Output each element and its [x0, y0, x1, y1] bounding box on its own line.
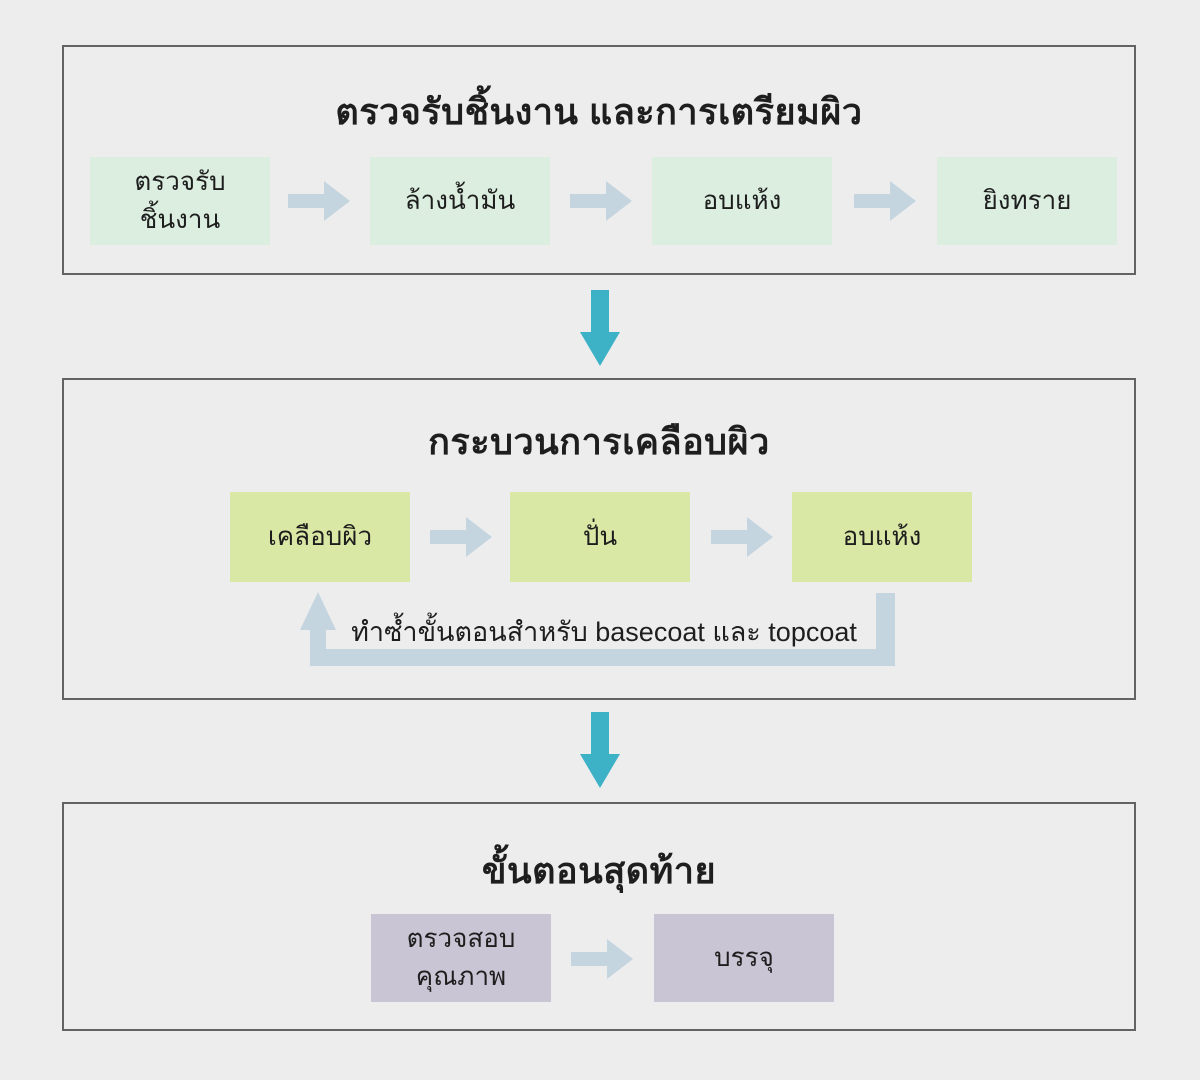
- right-arrow-icon: [430, 517, 492, 557]
- arrow-shaft: [570, 194, 608, 208]
- arrow-shaft: [591, 712, 609, 754]
- arrow-shaft: [854, 194, 892, 208]
- down-arrow-icon: [580, 290, 620, 366]
- right-arrow-icon: [288, 181, 350, 221]
- loop-arrow-up-head: [300, 592, 336, 630]
- step-sandblast: ยิงทราย: [937, 157, 1117, 245]
- section-coating-title: กระบวนการเคลือบผิว: [428, 421, 770, 462]
- right-arrow-icon: [571, 939, 633, 979]
- step-quality-check: ตรวจสอบ คุณภาพ: [371, 914, 551, 1002]
- loop-repeat-label: ทำซ้ำขั้นตอนสำหรับ basecoat และ topcoat: [351, 617, 857, 647]
- step-dry-oven: อบแห้ง: [652, 157, 832, 245]
- right-arrow-icon: [711, 517, 773, 557]
- section-final: ขั้นตอนสุดท้าย ตรวจสอบ คุณภาพ บรรจุ: [62, 802, 1136, 1031]
- step-receive-parts: ตรวจรับ ชิ้นงาน: [90, 157, 270, 245]
- arrow-shaft: [288, 194, 326, 208]
- down-arrow-icon: [580, 712, 620, 788]
- arrow-head: [606, 181, 632, 221]
- section-preparation: ตรวจรับชิ้นงาน และการเตรียมผิว ตรวจรับ ช…: [62, 45, 1136, 275]
- step-coat-surface: เคลือบผิว: [230, 492, 410, 582]
- right-arrow-icon: [854, 181, 916, 221]
- arrow-head: [747, 517, 773, 557]
- arrow-head: [580, 332, 620, 366]
- step-packaging: บรรจุ: [654, 914, 834, 1002]
- step-spin: ปั่น: [510, 492, 690, 582]
- arrow-head: [580, 754, 620, 788]
- arrow-head: [466, 517, 492, 557]
- arrow-shaft: [430, 530, 468, 544]
- right-arrow-icon: [570, 181, 632, 221]
- loop-arrow-down-segment: [876, 593, 895, 666]
- arrow-head: [324, 181, 350, 221]
- arrow-head: [607, 939, 633, 979]
- step-dry-oven-coating: อบแห้ง: [792, 492, 972, 582]
- arrow-shaft: [711, 530, 749, 544]
- step-degrease: ล้างน้ำมัน: [370, 157, 550, 245]
- arrow-shaft: [591, 290, 609, 332]
- section-coating: กระบวนการเคลือบผิว เคลือบผิว ปั่น อบแห้ง…: [62, 378, 1136, 700]
- loop-arrow-horizontal-segment: [310, 649, 895, 666]
- section-final-title: ขั้นตอนสุดท้าย: [481, 850, 717, 891]
- arrow-head: [890, 181, 916, 221]
- arrow-shaft: [571, 952, 609, 966]
- loop-arrow-up-shaft: [310, 630, 326, 666]
- section-preparation-title: ตรวจรับชิ้นงาน และการเตรียมผิว: [335, 91, 863, 132]
